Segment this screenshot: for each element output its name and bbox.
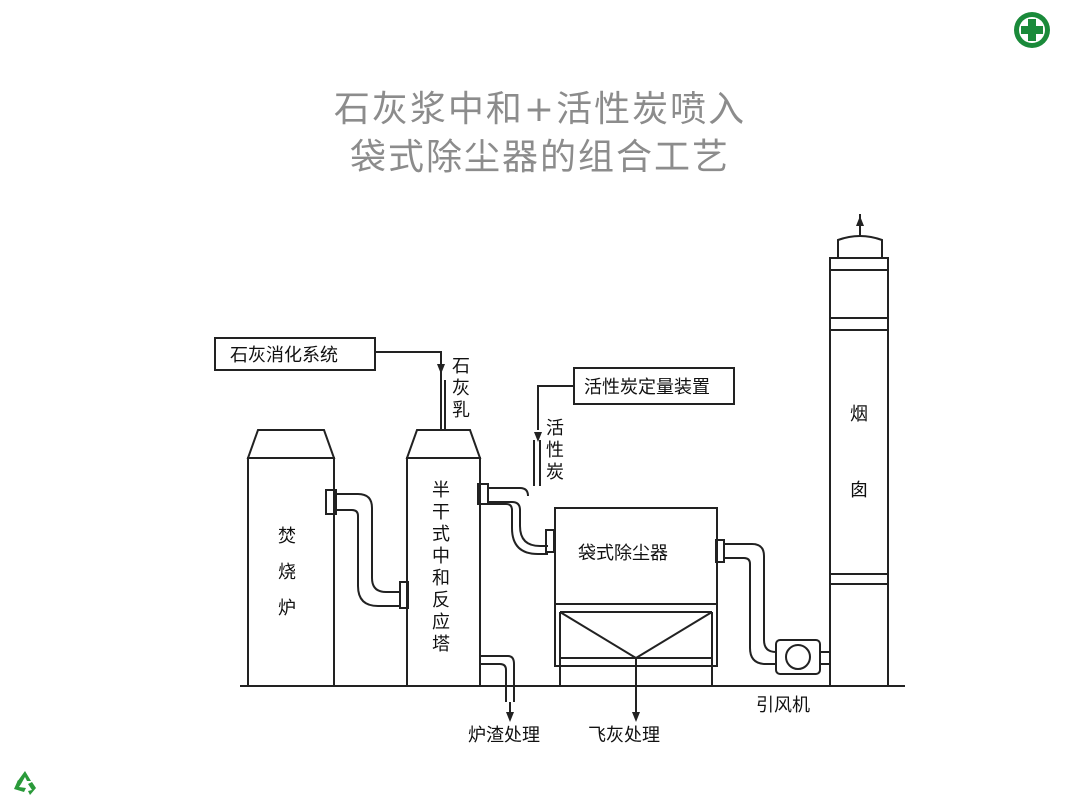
flow-arrows — [437, 216, 864, 722]
tower-char-4: 中 — [432, 546, 450, 567]
tower-char-2: 干 — [432, 502, 450, 523]
carbon-device-label: 活性炭定量装置 — [584, 377, 710, 398]
tower-char-6: 反 — [432, 590, 450, 611]
incinerator-char-1: 焚 — [278, 526, 296, 547]
fan-label: 引风机 — [756, 695, 810, 716]
tower-char-8: 塔 — [432, 634, 450, 655]
incinerator-char-2: 烧 — [278, 562, 296, 583]
flue-pipe-1 — [325, 489, 409, 609]
recycle-icon — [14, 771, 36, 795]
lime-line — [375, 351, 442, 368]
tower-char-3: 式 — [432, 524, 450, 545]
chimney-char-1: 烟 — [850, 404, 868, 425]
lime-system-label: 石灰消化系统 — [230, 345, 338, 366]
carbon-line — [537, 385, 574, 430]
lime-milk-char-2: 灰 — [452, 378, 470, 399]
carbon-char-1: 活 — [546, 418, 564, 439]
tower-char-7: 应 — [432, 612, 450, 633]
bag-filter-shape — [554, 507, 718, 686]
reaction-tower-shape — [405, 429, 482, 687]
tower-char-5: 和 — [432, 568, 450, 589]
flue-pipe-3 — [715, 539, 777, 665]
slide-title-line2: 袋式除尘器的组合工艺 — [349, 137, 730, 178]
lime-system-box — [214, 337, 376, 371]
flue-pipe-2 — [477, 483, 555, 555]
lime-milk-char-1: 石 — [452, 356, 470, 377]
carbon-char-3: 炭 — [546, 462, 564, 483]
carbon-char-2: 性 — [546, 440, 564, 461]
chimney-char-2: 囱 — [850, 480, 868, 501]
medical-cross-logo-icon — [1014, 12, 1050, 48]
incinerator-shape — [246, 429, 336, 687]
fan-shape — [775, 639, 830, 675]
bag-filter-label: 袋式除尘器 — [578, 543, 668, 564]
slag-label: 炉渣处理 — [468, 725, 540, 746]
lime-milk-char-3: 乳 — [452, 400, 470, 421]
slide-title-line1: 石灰浆中和+活性炭喷入 — [333, 89, 747, 130]
tower-char-1: 半 — [432, 480, 450, 501]
fly-ash-label: 飞灰处理 — [588, 725, 660, 746]
chimney-shape — [829, 214, 889, 687]
incinerator-char-3: 炉 — [278, 598, 296, 619]
